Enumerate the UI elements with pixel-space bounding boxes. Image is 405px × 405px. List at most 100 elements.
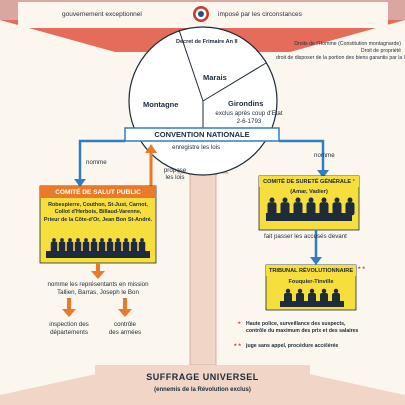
girondins-note: exclus après coup d'Etat 2-6-1793 [211,110,287,126]
note1-marker: * [238,321,241,328]
person-body [280,202,290,216]
person-head [132,238,136,242]
controle-label: contrôle des armées [100,321,150,337]
nomme-arrow-left-icon [78,139,125,180]
person-head [297,288,303,294]
person-head [108,238,112,242]
person-head [282,197,288,203]
person-head [92,238,96,242]
person-head [140,238,144,242]
table-bar [266,213,352,221]
nomme-arrowhead-right-icon [317,170,329,178]
person-head [124,238,128,242]
salut-public-title: COMITÉ DE SALUT PUBLIC [40,186,156,198]
inspection-line: départements [50,329,88,337]
person-body [58,241,66,253]
person-body [106,241,114,253]
person-body [345,202,355,216]
tribunal-member: Fouquier-Tinville [288,279,334,285]
inspection-line: inspection des [49,321,89,328]
surete-title-text: COMITÉ DE SURETÉ GÉNÉRALE [263,179,352,185]
person-body [332,202,342,216]
girondins-note-line: exclus après coup d'Etat [215,110,283,117]
representants-line: Tallien, Barras, Joseph le Bon [57,289,139,297]
rights-list: Droits de l'Homme (Constitution montagna… [276,41,405,62]
member-line: Prieur de la Côte-d'Or, Jean Bon St-Andr… [43,216,153,223]
convention-subtitle: enregistre les lois [172,144,221,151]
person-head [269,197,275,203]
person-body [332,293,340,303]
person-body [319,202,329,216]
person-body [306,202,316,216]
people-icon [266,197,355,221]
person-body [308,293,316,303]
person-body [293,202,303,216]
propose-line: propose [163,167,187,174]
person-body [130,241,138,253]
person-head [321,197,327,203]
convention-bar [124,127,280,142]
note1-line: contrôle du maximum des prix et des sala… [246,327,359,334]
rights-item: Droit de propriété [360,48,401,55]
controle-line: contrôle [113,321,136,328]
suffrage-panel [95,365,310,398]
inspection-arrowhead-icon [62,309,76,317]
member-line: Robespierre, Couthon, St-Just, Carnot, [48,202,148,208]
nomme-arrow-right-icon [279,139,325,170]
suffrage-subtitle: (ennemis de la Révolution exclus) [154,387,251,393]
segment-girondins: Girondins [228,99,264,108]
person-head [308,197,314,203]
tribunal-star: * * [358,266,365,273]
decree-label: Décret de Frimaire An II [176,39,238,45]
surete-members: (Amar, Vadier) [290,189,328,195]
person-head [116,238,120,242]
suffrage-title: SUFFRAGE UNIVERSEL [146,372,259,382]
accuses-arrowhead-icon [310,257,322,265]
person-head [60,238,64,242]
person-head [84,238,88,242]
person-head [333,288,339,294]
propose-label: propose les lois [160,167,190,182]
person-body [114,241,122,253]
person-head [295,197,301,203]
person-body [82,241,90,253]
rights-item: Droits de l'Homme (Constitution montagna… [294,41,401,47]
suffrage-arrow-icon [176,154,230,366]
nomme-arrowhead-left-icon [74,179,86,187]
segment-montagne: Montagne [143,100,179,109]
top-right-label: imposé par les circonstances [218,11,302,18]
propose-arrowhead-icon [145,144,157,153]
person-head [309,288,315,294]
surete-star: * [352,179,355,185]
person-head [347,197,353,203]
people-icon [280,288,344,307]
person-body [90,241,98,253]
note2: juge sans appel, procédure accélérée [246,343,339,349]
person-head [76,238,80,242]
note1: Haute police, surveillance des suspects,… [246,321,358,335]
salut-down-arrowhead-icon [91,271,105,279]
person-body [267,202,277,216]
table-bar [46,251,150,258]
person-body [296,293,304,303]
note1-line: Haute police, surveillance des suspects, [246,321,346,327]
tribunal-title: TRIBUNAL RÉVOLUTIONNAIRE [266,265,356,276]
rights-item: droit de disposer de la portion des bien… [276,55,405,62]
people-icon [46,238,150,258]
person-body [74,241,82,253]
person-body [50,241,58,253]
person-body [284,293,292,303]
controle-line: des armées [108,329,142,337]
inspection-label: inspection des départements [42,321,96,337]
girondins-note-line: 2-6-1793 [236,117,262,125]
table-bar [280,301,344,307]
representants-line: nomme les représentants en mission [47,281,149,288]
note2-marker: * * [234,343,241,350]
convention-title: CONVENTION NATIONALE [154,130,250,139]
accuses-label: fait passer les accusés devant [264,233,347,240]
nomme-left-label: nomme [86,159,107,166]
person-head [285,288,291,294]
person-body [138,241,146,253]
member-line: Collot d'Herbois, Billaud-Varenne, [54,209,142,216]
